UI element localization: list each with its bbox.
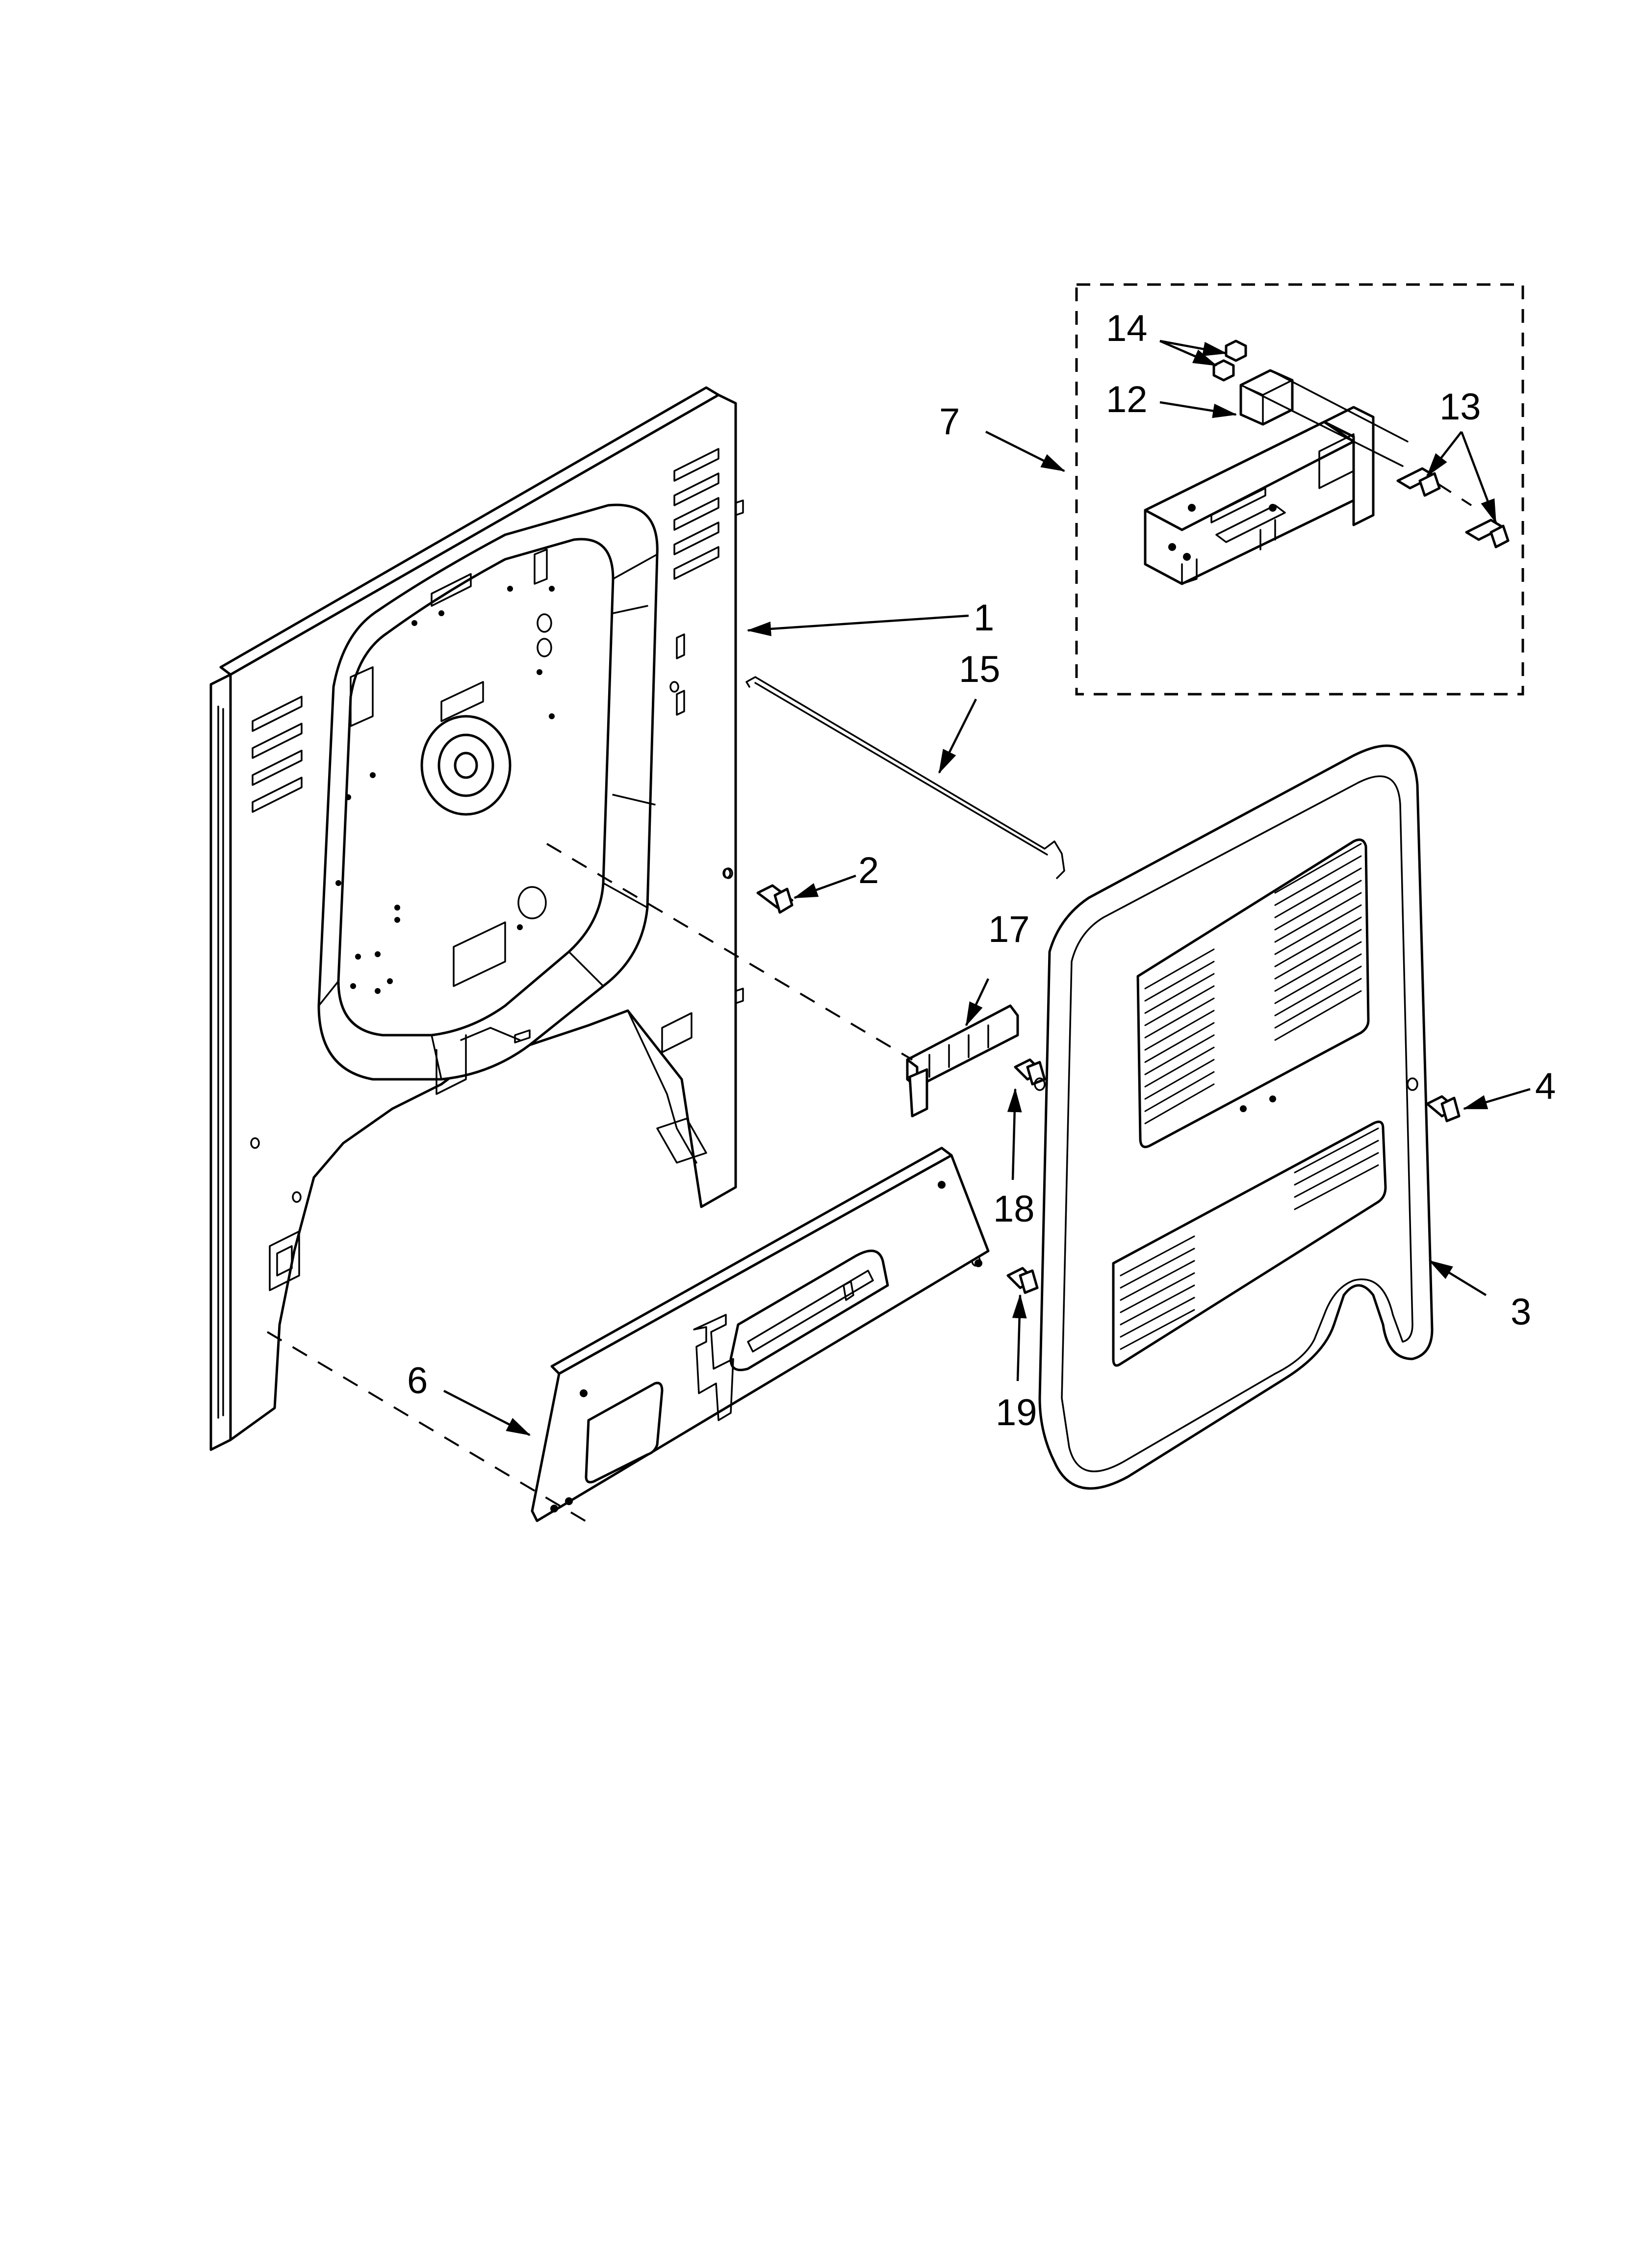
callout-19: 19 [996, 1392, 1037, 1434]
callout-15: 15 [959, 649, 1001, 690]
switch-assembly-box [1075, 283, 1524, 696]
wire-rod-part-15 [745, 676, 1065, 879]
access-cover-part-3 [1038, 744, 1434, 1490]
bracket-panel-part-6 [531, 1147, 990, 1522]
assembly-line-clip [546, 843, 913, 1061]
assembly-line-bracket [266, 1331, 594, 1527]
vent-slats-bottom [1120, 1127, 1379, 1350]
vent-slats-top [1144, 843, 1362, 1124]
callout-6: 6 [407, 1360, 428, 1402]
vent-louvres-top [673, 448, 719, 580]
callout-14: 14 [1106, 308, 1148, 349]
screw-part-2 [722, 868, 794, 914]
callout-18: 18 [993, 1188, 1035, 1230]
callout-4: 4 [1535, 1066, 1556, 1107]
callout-13: 13 [1439, 386, 1481, 428]
callout-labels: 1 15 2 17 18 19 4 3 6 7 14 12 13 [407, 308, 1556, 1434]
callout-1: 1 [974, 597, 994, 639]
vent-louvres-left [252, 696, 303, 813]
wire-clip-part-17 [906, 1004, 1019, 1118]
assembly-line-switch [1436, 482, 1472, 506]
callout-12: 12 [1106, 379, 1148, 420]
leader-lines [443, 339, 1531, 1436]
callout-17: 17 [988, 909, 1030, 950]
rear-panel [209, 386, 744, 1451]
screw-part-18 [1014, 1058, 1046, 1091]
screw-part-4 [1426, 1095, 1461, 1122]
callout-3: 3 [1511, 1291, 1531, 1333]
callout-2: 2 [858, 850, 879, 891]
callout-7: 7 [939, 401, 960, 443]
